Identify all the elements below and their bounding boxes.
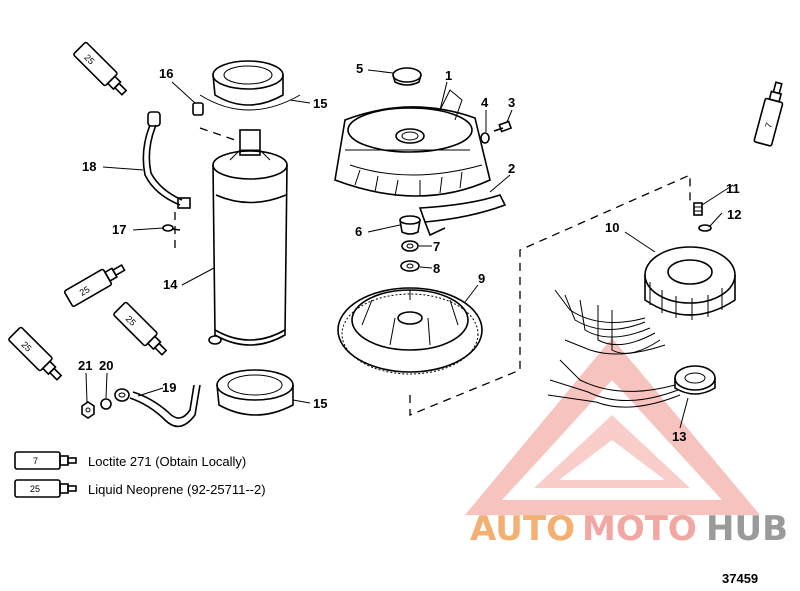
sealant-tube-5: 7 — [753, 81, 784, 147]
callout-2: 2 — [508, 161, 515, 176]
wire-harness — [547, 289, 681, 408]
boot-16 — [192, 102, 204, 116]
callout-5: 5 — [356, 61, 363, 76]
callout-4: 4 — [481, 95, 489, 110]
sealant-tube-4: 25 — [113, 301, 168, 356]
callout-15-top: 15 — [313, 96, 327, 111]
starter-motor — [208, 129, 288, 346]
flywheel-cover — [334, 89, 491, 197]
tube-4-label: 25 — [124, 314, 138, 328]
legend-label-loctite: Loctite 271 (Obtain Locally) — [88, 454, 246, 469]
washer-20 — [100, 398, 112, 410]
callout-labels: 1 2 3 4 5 6 7 8 9 10 11 12 13 14 15 15 1… — [78, 61, 741, 444]
nut-8 — [400, 260, 420, 272]
callout-3: 3 — [508, 95, 515, 110]
tube-1-label: 25 — [82, 52, 96, 66]
callout-11: 11 — [726, 181, 740, 196]
legend-tube-code: 25 — [30, 484, 40, 494]
screw-11 — [693, 202, 703, 216]
callout-6: 6 — [355, 224, 362, 239]
cable-18 — [142, 111, 191, 209]
flywheel — [337, 287, 483, 375]
watermark-logo — [465, 338, 760, 515]
callout-12: 12 — [727, 207, 741, 222]
trigger-coil — [674, 365, 716, 395]
tube-5-label: 7 — [763, 122, 774, 129]
watermark-text-moto: MOTO — [582, 509, 697, 549]
callout-21: 21 — [78, 358, 92, 373]
tube-3-label: 25 — [19, 339, 33, 353]
sealant-tube-2: 25 — [63, 263, 126, 307]
sleeve-6 — [399, 215, 421, 235]
legend-tube-icon: 7 — [14, 451, 77, 470]
callout-14: 14 — [163, 277, 178, 292]
callout-7: 7 — [433, 239, 440, 254]
legend-item-neoprene: 25 Liquid Neoprene (92-25711--2) — [14, 479, 266, 498]
sealant-tube-3: 25 — [8, 326, 63, 381]
cap-5 — [392, 67, 422, 86]
document-number: 37459 — [722, 571, 758, 586]
sealant-tube-1: 25 — [73, 41, 128, 96]
nut-21 — [81, 401, 95, 419]
legend-label-neoprene: Liquid Neoprene (92-25711--2) — [88, 482, 266, 497]
callout-13: 13 — [672, 429, 686, 444]
leader-lines — [85, 69, 734, 429]
legend-item-loctite: 7 Loctite 271 (Obtain Locally) — [14, 451, 246, 470]
callout-19: 19 — [162, 380, 176, 395]
tube-2-label: 25 — [78, 284, 92, 298]
callout-10: 10 — [605, 220, 619, 235]
collar-15-bottom — [216, 369, 294, 416]
screw-3 — [493, 120, 513, 133]
callout-17: 17 — [112, 222, 126, 237]
washer-12 — [698, 224, 712, 232]
watermark-text: AUTO MOTO HUB — [470, 509, 788, 549]
callout-1: 1 — [445, 68, 452, 83]
screw-17 — [162, 224, 181, 232]
callout-16: 16 — [159, 66, 173, 81]
callout-20: 20 — [99, 358, 113, 373]
watermark-text-hub: HUB — [706, 509, 788, 549]
legend-tube-code: 7 — [33, 456, 38, 466]
legend-tube-icon: 25 — [14, 479, 77, 498]
callout-8: 8 — [433, 261, 440, 276]
legend: 7 Loctite 271 (Obtain Locally) 25 Liquid… — [14, 451, 266, 498]
cover-strap — [418, 194, 507, 237]
watermark-text-auto: AUTO — [470, 509, 575, 549]
cable-19 — [114, 384, 201, 428]
collar-15-top — [199, 60, 301, 111]
washer-4 — [480, 132, 490, 144]
callout-9: 9 — [478, 271, 485, 286]
washer-7 — [401, 240, 419, 252]
callout-15-bottom: 15 — [313, 396, 327, 411]
stator — [644, 246, 736, 320]
callout-18: 18 — [82, 159, 96, 174]
assembly-dashed-lines — [174, 127, 691, 416]
